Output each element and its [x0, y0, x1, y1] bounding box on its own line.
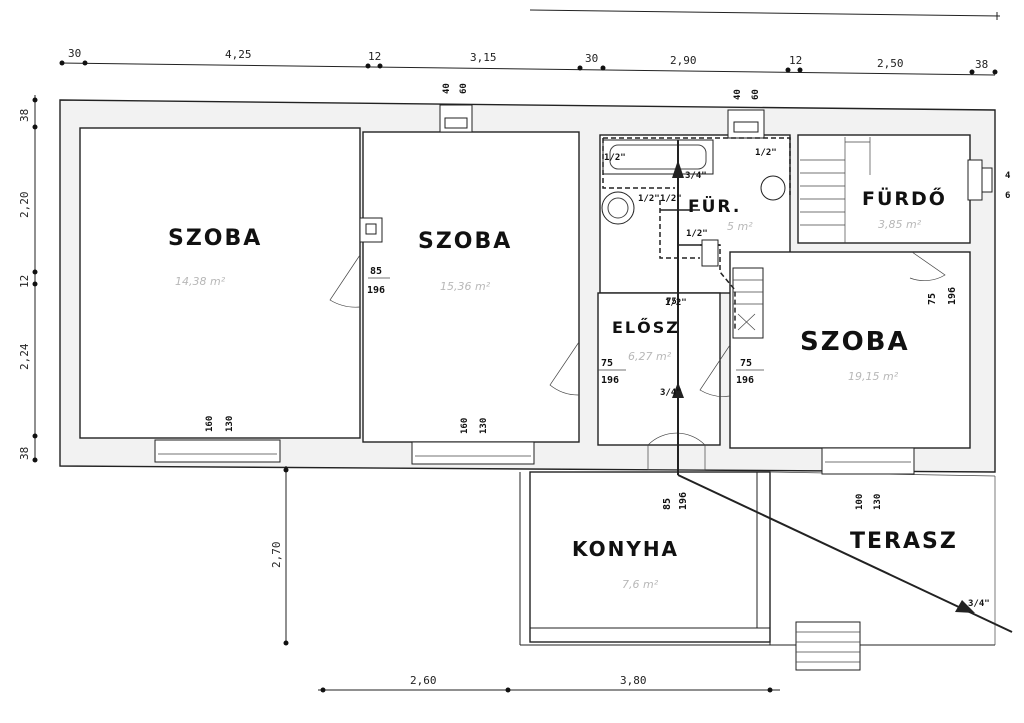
- door-eloszoba-left: 75 196: [549, 341, 626, 396]
- dim-top-5: 2,90: [670, 54, 697, 67]
- bathtub: [602, 139, 714, 175]
- room-szoba-1: [79, 127, 361, 439]
- vent-a: 4: [1005, 171, 1011, 181]
- pipe-label-3: 1/2": [638, 194, 660, 204]
- room-furdo: [797, 134, 971, 244]
- bottom-dimension-chain: 2,60 3,80: [318, 674, 780, 693]
- door-small-label: 75: [666, 297, 677, 307]
- dim-vertical: 2,70: [270, 542, 283, 569]
- room-label-terasz: TERASZ: [850, 529, 958, 554]
- exterior-step: [795, 621, 861, 671]
- pipe-label-7: 3/4": [660, 388, 682, 398]
- room-label-fur: FÜR.: [688, 195, 741, 217]
- chimney-2: 40 60: [727, 89, 765, 139]
- dim-bottom-0: 2,60: [410, 674, 437, 687]
- stairs: [800, 137, 871, 243]
- door-konyha: 85 196: [647, 432, 706, 510]
- door-1-a: 85: [370, 266, 382, 277]
- window-2-b: 130: [479, 418, 489, 434]
- dim-top-0: 30: [68, 47, 81, 60]
- chimney-2-b: 60: [751, 89, 761, 100]
- dim-top-8: 38: [975, 58, 988, 71]
- door-5-b: 196: [678, 492, 689, 510]
- chimney-1: 40 60: [439, 83, 473, 133]
- pipe-label-4: 1/2": [660, 194, 682, 204]
- dim-top-2: 12: [368, 50, 381, 63]
- dim-top-6: 12: [789, 54, 802, 67]
- door-3-b: 196: [736, 375, 754, 386]
- dim-top-7: 2,50: [877, 57, 904, 70]
- door-2-a: 75: [601, 358, 613, 369]
- room-label-furdo: FÜRDŐ: [862, 186, 947, 210]
- chimney-1-a: 40: [442, 83, 452, 94]
- room-label-szoba-1: SZOBA: [168, 226, 262, 251]
- pipe-labels: 1/2" 1/2" 3/4" 1/2" 1/2" 1/2" 1/2" 3/4" …: [604, 148, 990, 609]
- dim-left-2: 12: [18, 275, 31, 288]
- dim-top-1: 4,25: [225, 48, 252, 61]
- room-area-szoba-2: 15,36 m²: [440, 280, 491, 293]
- room-label-szoba-3: SZOBA: [800, 327, 910, 357]
- room-area-szoba-1: 14,38 m²: [175, 275, 226, 288]
- konyha-walls: [519, 472, 995, 646]
- top-dimension-chain: 30 4,25 12 3,15 30 2,90 12 2,50 38: [59, 9, 1001, 76]
- dim-top-3: 3,15: [470, 51, 497, 64]
- sink: [760, 175, 786, 201]
- vent-right: 4 6: [967, 159, 1011, 201]
- window-2-a: 160: [460, 418, 470, 434]
- room-label-konyha: KONYHA: [572, 537, 679, 561]
- left-dimension-chain: 38 2,20 12 2,24 38: [18, 95, 38, 463]
- dim-bottom-1: 3,80: [620, 674, 647, 687]
- window-1: 160 130: [154, 416, 281, 463]
- door-5-a: 85: [662, 498, 673, 510]
- vertical-dimension: 2,70: [270, 466, 289, 646]
- heating-pipes: [602, 137, 1013, 633]
- vent-b: 6: [1005, 191, 1010, 201]
- room-label-eloszoba: ELŐSZ: [612, 317, 680, 337]
- dim-left-4: 38: [18, 447, 31, 460]
- door-4-a: 75: [927, 293, 938, 305]
- chimney-2-a: 40: [733, 89, 743, 100]
- room-eloszoba: [597, 292, 721, 446]
- shaft: [732, 267, 764, 339]
- door-2-b: 196: [601, 375, 619, 386]
- chimney-1-b: 60: [459, 83, 469, 94]
- room-area-furdo: 3,85 m²: [878, 218, 922, 231]
- door-szoba-3: 75 196: [699, 344, 764, 397]
- dim-top-4: 30: [585, 52, 598, 65]
- pipe-label-6: 1/2": [665, 298, 687, 308]
- window-3-a: 100: [855, 494, 865, 510]
- room-label-szoba-2: SZOBA: [418, 229, 512, 254]
- door-3-a: 75: [740, 358, 752, 369]
- pipe-label-0: 1/2": [604, 153, 626, 163]
- dim-left-0: 38: [18, 109, 31, 122]
- door-szoba: 85 196: [329, 254, 390, 308]
- door-1-b: 196: [367, 285, 385, 296]
- room-szoba-2: [362, 131, 580, 443]
- door-4-b: 196: [947, 287, 958, 305]
- room-area-eloszoba: 6,27 m²: [628, 350, 672, 363]
- door-szoba-3-top: 75 196: [909, 251, 958, 305]
- room-area-szoba-3: 19,15 m²: [848, 370, 899, 383]
- pipe-label-1: 1/2": [755, 148, 777, 158]
- room-area-konyha: 7,6 m²: [622, 578, 659, 591]
- window-3: 100 130: [821, 447, 915, 510]
- room-area-fur: 5 m²: [727, 220, 753, 233]
- window-2: 160 130: [411, 418, 535, 465]
- dim-left-1: 2,20: [18, 192, 31, 219]
- dim-left-3: 2,24: [18, 343, 31, 370]
- window-3-b: 130: [873, 494, 883, 510]
- pipe-label-2: 3/4": [685, 171, 707, 181]
- pipe-label-5: 1/2": [686, 229, 708, 239]
- window-1-a: 160: [205, 416, 215, 432]
- window-1-b: 130: [225, 416, 235, 432]
- pipe-label-8: 3/4": [968, 599, 990, 609]
